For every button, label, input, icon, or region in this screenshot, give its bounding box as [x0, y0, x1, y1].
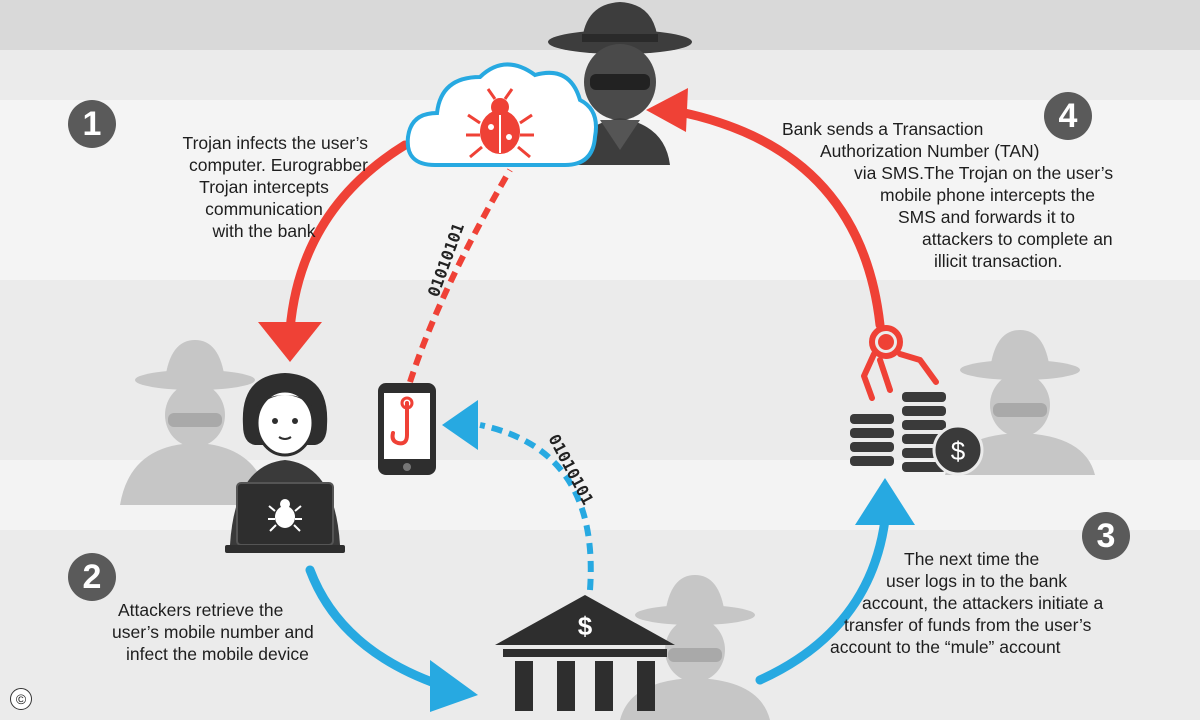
step-text-4: Bank sends a Transaction Authorization N… [782, 119, 1114, 271]
step-text-3: The next time the user logs in to the ba… [830, 549, 1104, 657]
cloud-bug-icon [405, 62, 598, 167]
claw-icon [861, 325, 939, 401]
step-badge-2: 2 [68, 553, 116, 601]
binary-label-lower: 01010101 [544, 431, 597, 508]
ghost-hacker-icon [620, 575, 770, 720]
blue-arrow-step3 [755, 478, 915, 685]
hacker-icon [548, 2, 692, 165]
coin-stack-icon: $ [850, 392, 984, 476]
red-arrow-step1 [258, 140, 410, 362]
red-arrow-step4 [646, 88, 885, 330]
blue-arrow-step2 [305, 565, 478, 712]
coin-dollar: $ [951, 436, 966, 466]
step-badge-1: 1 [68, 100, 116, 148]
red-dashed-link: 01010101 [407, 168, 513, 383]
user-laptop-icon [225, 373, 345, 553]
blue-dashed-link: 01010101 [442, 400, 597, 591]
copyright-icon: © [10, 688, 32, 710]
step-badge-3: 3 [1082, 512, 1130, 560]
step-text-1: Trojan infects the user’s computer. Euro… [182, 133, 368, 241]
smartphone-hook-icon [378, 383, 436, 475]
step-text-2: Attackers retrieve the user’s mobile num… [112, 600, 314, 664]
bank-icon: $ [495, 595, 675, 711]
step-badge-4: 4 [1044, 92, 1092, 140]
ghost-hacker-icon [120, 340, 270, 505]
bank-dollar: $ [578, 611, 593, 641]
